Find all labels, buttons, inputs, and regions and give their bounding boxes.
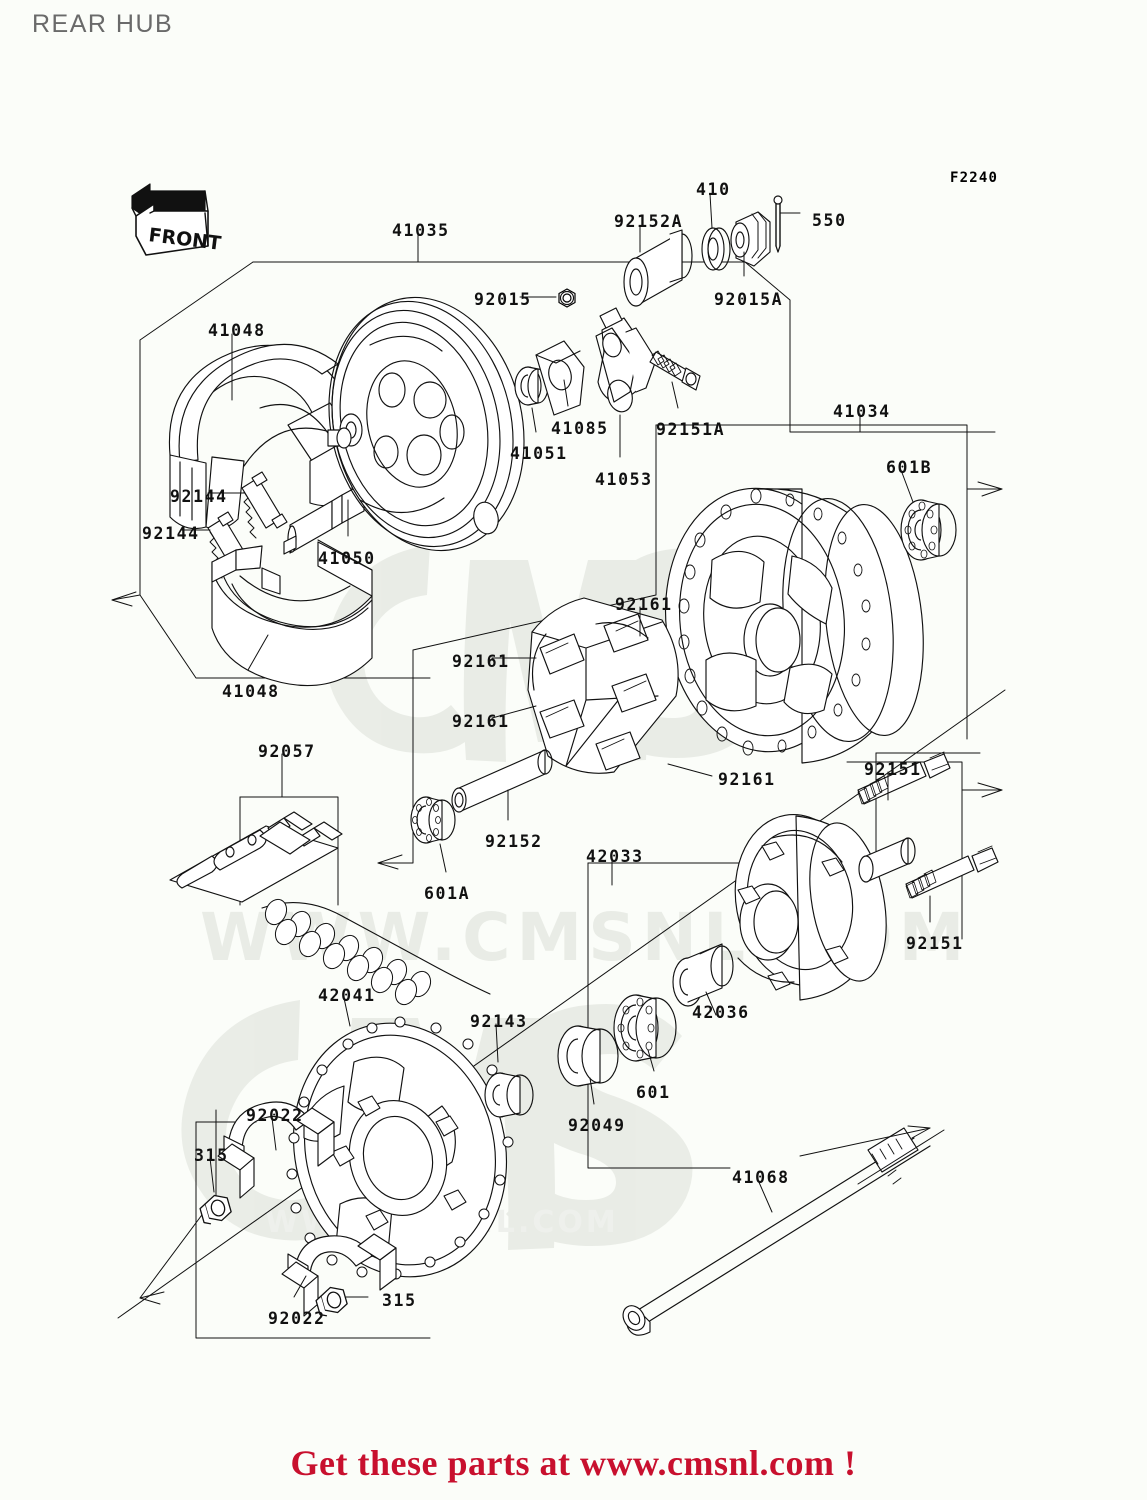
brake-cam-hardware-art bbox=[514, 288, 701, 416]
rear-hub-art bbox=[664, 487, 957, 764]
callout-bolt-lower[interactable]: 92151 bbox=[906, 934, 964, 953]
callout-nut-upper[interactable]: 315 bbox=[194, 1146, 229, 1165]
callout-damper-2[interactable]: 92161 bbox=[452, 652, 510, 671]
callout-rear-sprocket[interactable]: 42041 bbox=[318, 986, 376, 1005]
callout-u-bolt-lower[interactable]: 92022 bbox=[268, 1309, 326, 1328]
page-title: REAR HUB bbox=[32, 10, 174, 38]
coupling-bolts-art bbox=[857, 751, 999, 899]
callout-damper-1[interactable]: 92161 bbox=[615, 595, 673, 614]
collar-sleeve-art bbox=[451, 749, 553, 813]
callout-oil-seal[interactable]: 92049 bbox=[568, 1116, 626, 1135]
callout-bolt-a[interactable]: 92151A bbox=[656, 420, 726, 439]
front-arrow-icon: FRONT bbox=[131, 183, 222, 256]
callout-sleeve[interactable]: 42036 bbox=[692, 1003, 750, 1022]
callout-brake-cam-lever[interactable]: 41053 bbox=[595, 470, 653, 489]
u-bolt-lower-art bbox=[281, 1233, 397, 1317]
callout-rear-hub[interactable]: 41034 bbox=[833, 402, 891, 421]
brake-shoe-lower-art bbox=[211, 539, 373, 687]
callout-brake-shoe-spring-2[interactable]: 92144 bbox=[142, 524, 200, 543]
callout-brake-shoe-lower[interactable]: 41048 bbox=[222, 682, 280, 701]
callout-nut-lower[interactable]: 315 bbox=[382, 1291, 417, 1310]
drive-chain-art bbox=[261, 898, 491, 1006]
callout-bearing-b[interactable]: 601B bbox=[886, 458, 933, 477]
brake-panel-art bbox=[327, 296, 525, 552]
callout-damper-4[interactable]: 92161 bbox=[718, 770, 776, 789]
coupling-art bbox=[734, 814, 916, 1001]
callout-seal[interactable]: 41051 bbox=[510, 444, 568, 463]
callout-chain-joint-kit[interactable]: 92057 bbox=[258, 742, 316, 761]
bearing-a-art bbox=[410, 796, 456, 844]
callout-brake-cam-shaft[interactable]: 41050 bbox=[318, 549, 376, 568]
callout-coupling[interactable]: 42033 bbox=[586, 847, 644, 866]
callout-plate[interactable]: 41085 bbox=[551, 419, 609, 438]
callout-bolt-upper[interactable]: 92151 bbox=[864, 760, 922, 779]
callout-u-bolt-upper[interactable]: 92022 bbox=[246, 1106, 304, 1125]
callout-brake-shoe-spring-1[interactable]: 92144 bbox=[170, 487, 228, 506]
callout-bearing[interactable]: 601 bbox=[636, 1083, 671, 1102]
u-bolt-upper-art bbox=[199, 1101, 335, 1225]
callout-collar-spacer[interactable]: 92143 bbox=[470, 1012, 528, 1031]
rubber-damper-art bbox=[527, 597, 679, 774]
axle-spacers-art bbox=[484, 943, 734, 1118]
axle-end-hardware-art bbox=[623, 195, 783, 307]
callout-nut-a[interactable]: 92015A bbox=[714, 290, 784, 309]
callout-rear-axle[interactable]: 41068 bbox=[732, 1168, 790, 1187]
callout-brake-panel-assembly[interactable]: 41035 bbox=[392, 221, 450, 240]
rear-axle-art bbox=[622, 1125, 945, 1336]
callout-brake-shoe-upper[interactable]: 41048 bbox=[208, 321, 266, 340]
sheet-code: F2240 bbox=[950, 170, 999, 186]
callout-nut[interactable]: 92015 bbox=[474, 290, 532, 309]
callout-collar-sleeve[interactable]: 92152 bbox=[485, 832, 543, 851]
callout-cotter-pin[interactable]: 550 bbox=[812, 211, 847, 230]
promo-footer: Get these parts at www.cmsnl.com ! bbox=[290, 1443, 857, 1483]
leader-lines bbox=[181, 193, 931, 1298]
callout-collar[interactable]: 92152A bbox=[614, 212, 684, 231]
callout-damper-3[interactable]: 92161 bbox=[452, 712, 510, 731]
chain-joint-kit-art bbox=[169, 811, 343, 903]
callout-bearing-a[interactable]: 601A bbox=[424, 884, 471, 903]
callout-washer[interactable]: 410 bbox=[696, 180, 731, 199]
